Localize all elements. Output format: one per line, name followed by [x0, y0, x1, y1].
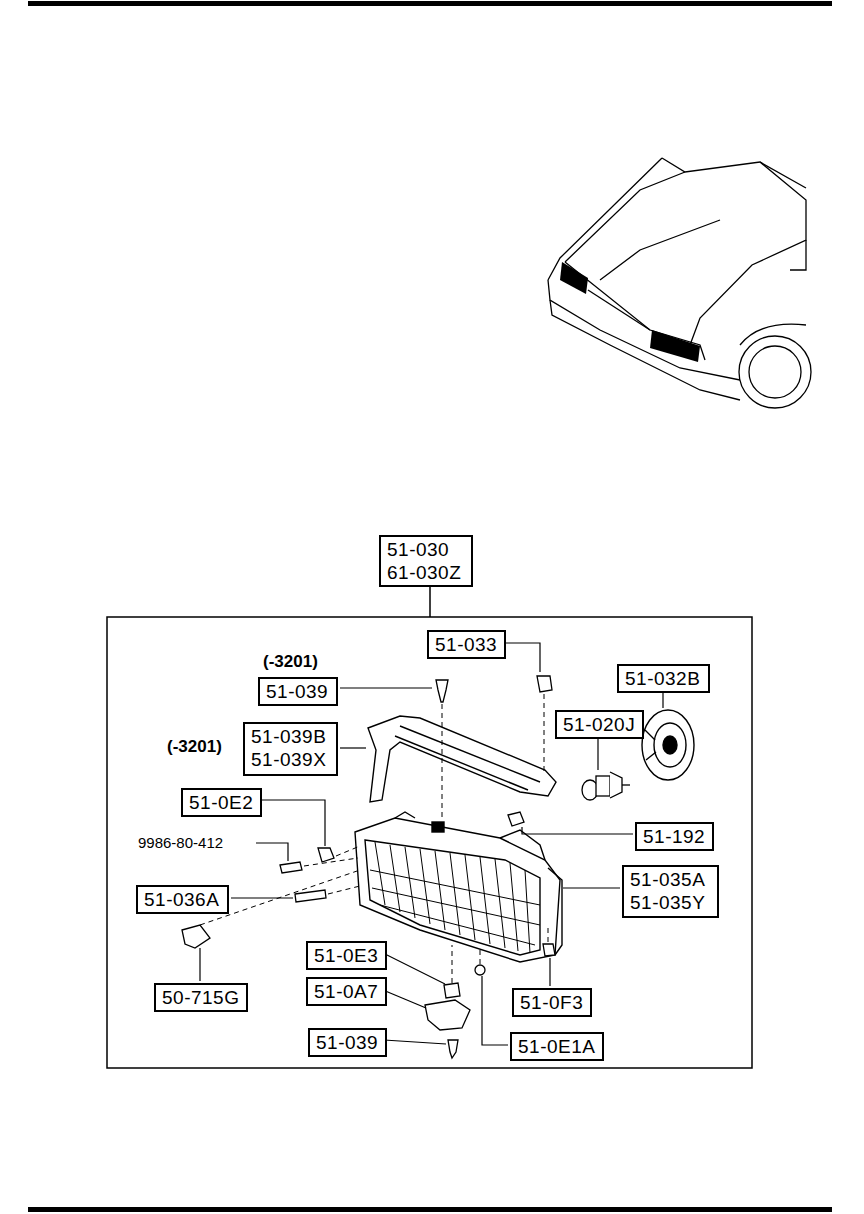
callout-box: 51-020J — [555, 710, 644, 739]
note-label: (-3201) — [166, 737, 223, 757]
part-number: 51-035Y — [630, 891, 711, 914]
assembly-frame — [107, 617, 752, 1068]
callout-box: 51-0A7 — [306, 977, 387, 1006]
headlamp-mark — [650, 330, 700, 362]
callout-box: 51-032B — [617, 664, 710, 693]
part-number: 51-030 — [387, 538, 465, 561]
callout-box: 50-715G — [154, 983, 248, 1012]
callout-box: 51-03061-030Z — [379, 535, 473, 587]
part-number: 51-039 — [266, 680, 330, 703]
callout-box: 51-0E2 — [181, 788, 262, 817]
note-label: (-3201) — [262, 652, 319, 672]
bottom-bar — [28, 1207, 832, 1212]
headlamp-mark — [560, 262, 588, 294]
callout-box: 51-039 — [308, 1028, 387, 1057]
callout-box: 51-0E3 — [306, 941, 387, 970]
callout-box: 51-192 — [635, 822, 714, 851]
callout-box: 51-035A51-035Y — [622, 865, 719, 918]
part-number: 51-039 — [316, 1031, 379, 1054]
part-number: 51-039X — [251, 748, 330, 771]
part-number: 51-0E2 — [189, 791, 254, 814]
leader-lines — [200, 643, 663, 1045]
callout-box: 51-033 — [427, 630, 506, 659]
part-number: 51-036A — [144, 888, 221, 911]
leader-line — [429, 587, 431, 617]
part-number: 51-039B — [251, 725, 330, 748]
car-sketch — [548, 158, 811, 408]
part-number: 51-0E1A — [518, 1035, 596, 1058]
part-number: 61-030Z — [387, 561, 465, 584]
part-number: 51-192 — [643, 825, 706, 848]
part-number: 51-0A7 — [314, 980, 379, 1003]
callout-box: 51-039 — [258, 677, 338, 706]
part-number: 50-715G — [162, 986, 240, 1009]
part-number: 51-020J — [563, 713, 636, 736]
top-bar — [28, 1, 832, 6]
socket-cover — [642, 710, 694, 780]
callout-box: 51-036A — [136, 885, 229, 914]
part-number: 51-035A — [630, 868, 711, 891]
callout-box: 51-0F3 — [512, 988, 592, 1017]
callout-box: 51-039B51-039X — [243, 722, 338, 776]
part-number: 51-0E3 — [314, 944, 379, 967]
lamp-cover — [368, 716, 556, 802]
dashed-lines — [200, 694, 548, 983]
part-number: 51-032B — [625, 667, 702, 690]
bulb — [582, 772, 630, 800]
part-number: 51-033 — [435, 633, 498, 656]
part-number: 51-0F3 — [520, 991, 584, 1014]
note-label: 9986-80-412 — [137, 834, 224, 851]
callout-box: 51-0E1A — [510, 1032, 604, 1061]
